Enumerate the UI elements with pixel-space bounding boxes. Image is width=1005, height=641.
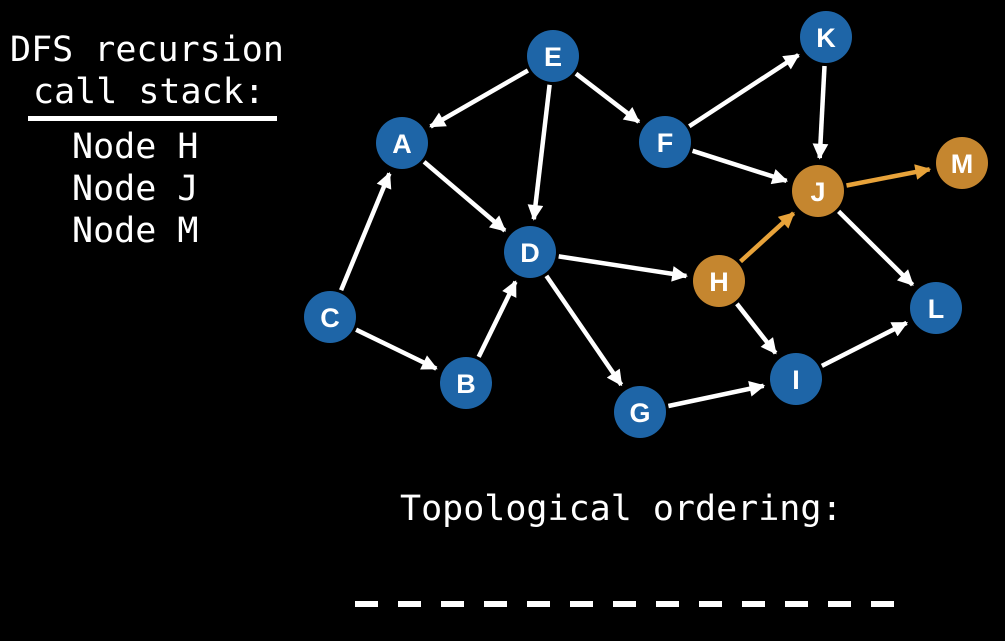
answer-dash bbox=[656, 601, 679, 607]
edge-D-to-G bbox=[544, 274, 624, 387]
node-E-label: E bbox=[544, 42, 562, 72]
graph-edges bbox=[339, 53, 932, 409]
edge-E-to-A bbox=[429, 68, 530, 129]
topological-ordering-answer-dashes bbox=[355, 601, 894, 607]
node-L: L bbox=[910, 282, 962, 334]
answer-dash bbox=[871, 601, 894, 607]
answer-dash bbox=[527, 601, 550, 607]
node-M-circle bbox=[936, 137, 988, 189]
call-stack-item: Node J bbox=[72, 169, 199, 209]
node-E: E bbox=[527, 30, 579, 82]
topological-ordering-label: Topological ordering: bbox=[400, 489, 843, 529]
answer-dash bbox=[742, 601, 765, 607]
node-D-circle bbox=[504, 226, 556, 278]
node-A: A bbox=[376, 117, 428, 169]
edge-F-to-J bbox=[691, 148, 789, 185]
edge-G-to-I bbox=[667, 381, 766, 409]
node-C-circle bbox=[304, 291, 356, 343]
edge-E-to-F bbox=[574, 71, 641, 124]
node-G-circle bbox=[614, 386, 666, 438]
node-F-label: F bbox=[657, 128, 674, 158]
node-A-circle bbox=[376, 117, 428, 169]
node-M: M bbox=[936, 137, 988, 189]
call-stack-item: Node H bbox=[72, 127, 199, 167]
answer-dash bbox=[398, 601, 421, 607]
node-D-label: D bbox=[520, 238, 540, 268]
answer-dash bbox=[785, 601, 808, 607]
edge-E-to-D bbox=[527, 84, 552, 221]
node-I-circle bbox=[770, 353, 822, 405]
node-I: I bbox=[770, 353, 822, 405]
node-G: G bbox=[614, 386, 666, 438]
node-L-label: L bbox=[928, 294, 945, 324]
edge-F-to-K bbox=[688, 53, 800, 129]
call-stack-title-underlined-text: call stack: bbox=[28, 73, 277, 121]
call-stack-item: Node M bbox=[72, 211, 199, 251]
node-L-circle bbox=[910, 282, 962, 334]
answer-dash bbox=[828, 601, 851, 607]
edge-A-to-D bbox=[422, 160, 507, 233]
node-C-label: C bbox=[320, 303, 340, 333]
node-J-circle bbox=[792, 165, 844, 217]
node-F-circle bbox=[639, 116, 691, 168]
edge-J-to-M bbox=[846, 164, 932, 188]
node-D: D bbox=[504, 226, 556, 278]
node-B: B bbox=[440, 357, 492, 409]
edge-B-to-D bbox=[476, 280, 518, 358]
node-M-label: M bbox=[951, 149, 974, 179]
answer-dash bbox=[570, 601, 593, 607]
answer-dash bbox=[355, 601, 378, 607]
node-F: F bbox=[639, 116, 691, 168]
node-A-label: A bbox=[392, 129, 412, 159]
node-K-circle bbox=[800, 11, 852, 63]
call-stack-title-line2: call stack: bbox=[28, 73, 277, 121]
call-stack-title-line1: DFS recursion bbox=[10, 30, 284, 70]
edge-H-to-I bbox=[735, 302, 778, 355]
node-H-circle bbox=[693, 255, 745, 307]
node-B-circle bbox=[440, 357, 492, 409]
node-C: C bbox=[304, 291, 356, 343]
answer-dash bbox=[441, 601, 464, 607]
answer-dash bbox=[484, 601, 507, 607]
node-G-label: G bbox=[629, 398, 650, 428]
node-B-label: B bbox=[456, 369, 476, 399]
node-J-label: J bbox=[810, 177, 825, 207]
edge-D-to-H bbox=[558, 254, 688, 282]
answer-dash bbox=[699, 601, 722, 607]
edge-K-to-J bbox=[812, 65, 829, 160]
answer-dash bbox=[613, 601, 636, 607]
node-I-label: I bbox=[792, 365, 800, 395]
edge-J-to-L bbox=[837, 209, 915, 287]
node-J: J bbox=[792, 165, 844, 217]
edge-C-to-A bbox=[339, 172, 392, 292]
edge-C-to-B bbox=[355, 327, 438, 371]
node-H: H bbox=[693, 255, 745, 307]
edge-I-to-L bbox=[820, 320, 909, 368]
edge-H-to-J bbox=[738, 211, 796, 264]
node-K-label: K bbox=[816, 23, 836, 53]
node-H-label: H bbox=[709, 267, 729, 297]
node-E-circle bbox=[527, 30, 579, 82]
node-K: K bbox=[800, 11, 852, 63]
graph-nodes: A B C D E F G H I J K L M bbox=[304, 11, 988, 438]
